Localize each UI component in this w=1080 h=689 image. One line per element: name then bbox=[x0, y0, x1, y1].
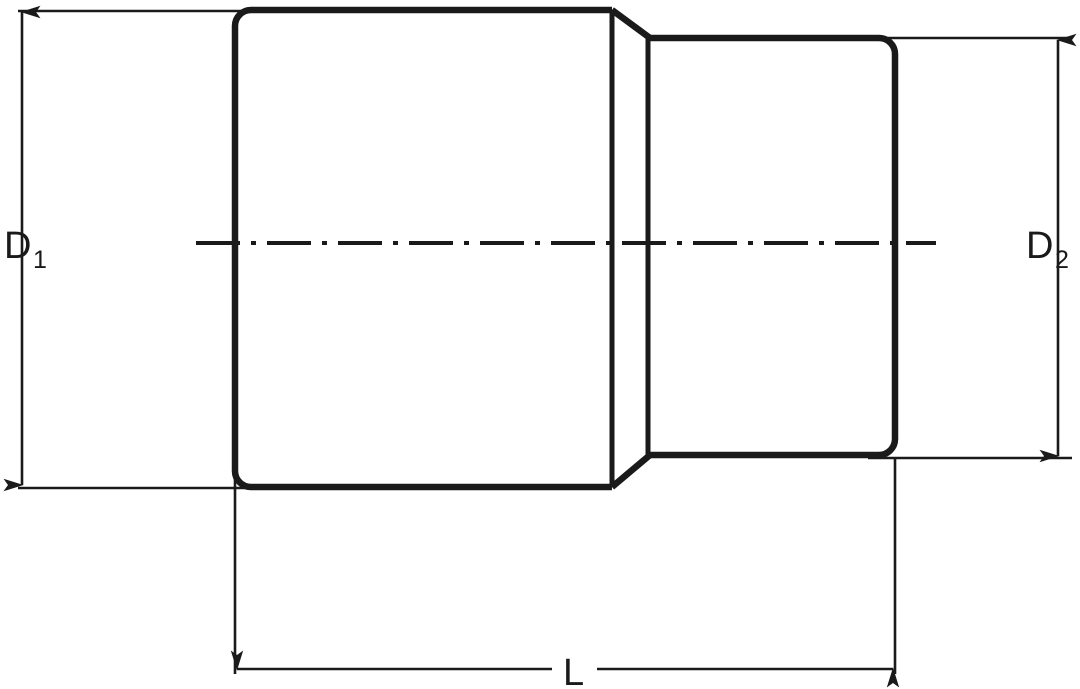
chamfer-bottom-edge bbox=[609, 452, 653, 490]
chamfer-top-edge bbox=[610, 7, 652, 41]
extension-lines bbox=[18, 9, 1072, 674]
dimension-d2: D 2 bbox=[1026, 33, 1077, 463]
dimension-subscript-d1: 1 bbox=[33, 246, 47, 274]
dimension-label-d2: D bbox=[1026, 225, 1053, 267]
dimension-subscript-d2: 2 bbox=[1055, 246, 1069, 274]
dimension-d1: D 1 bbox=[3, 5, 47, 492]
dimension-label-l: L bbox=[563, 652, 584, 689]
large-body-outline bbox=[231, 6, 612, 491]
part-outline bbox=[231, 6, 899, 491]
dimension-l: L bbox=[230, 650, 900, 689]
dimension-label-d1: D bbox=[4, 225, 31, 267]
small-cylinder-outline bbox=[648, 34, 899, 459]
